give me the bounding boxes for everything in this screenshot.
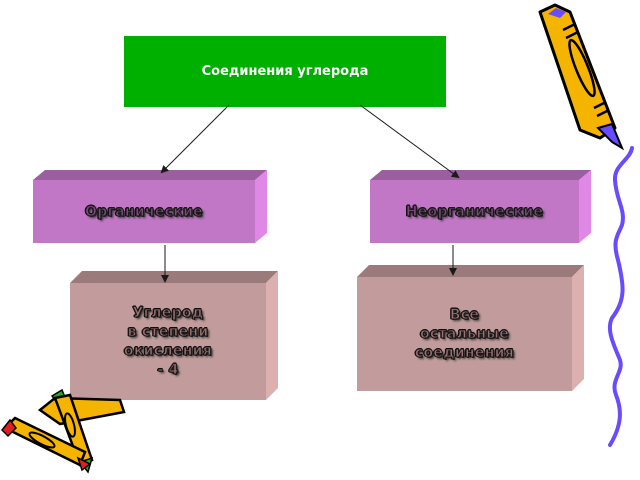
connector-arrows [160,104,460,283]
category-label-organic: Органические [85,203,204,220]
category-node-inorganic: Неорганические [370,170,591,243]
category-node-organic: Органические [33,170,267,243]
detail-line: Углерод [132,304,204,321]
detail-line: окисления [123,342,213,359]
detail-line: остальные [419,325,510,342]
root-node-label: Соединения углерода [201,64,369,79]
detail-line: - 4 [157,361,179,378]
arrow-root-to-organic [160,104,230,174]
category-label-inorganic: Неорганические [405,203,544,220]
box-bevel-shape [70,271,278,400]
detail-node-organic: Углерод в степени окисления - 4 [70,271,278,400]
box-bevel-shape [33,170,267,243]
arrow-root-to-inorganic [359,104,460,179]
detail-node-inorganic: Все остальные соединения [357,265,584,391]
root-node-carbon-compounds: Соединения углерода [124,36,446,107]
crayon-top-right-icon [538,3,625,151]
box-bevel-shape [370,170,591,243]
box-bevel-shape [357,265,584,391]
crayons-bottom-left-icon [0,388,126,474]
squiggle-line-icon [607,146,634,447]
detail-line: Все [449,306,480,323]
detail-line: в степени [127,323,209,340]
detail-line: соединения [414,344,515,361]
